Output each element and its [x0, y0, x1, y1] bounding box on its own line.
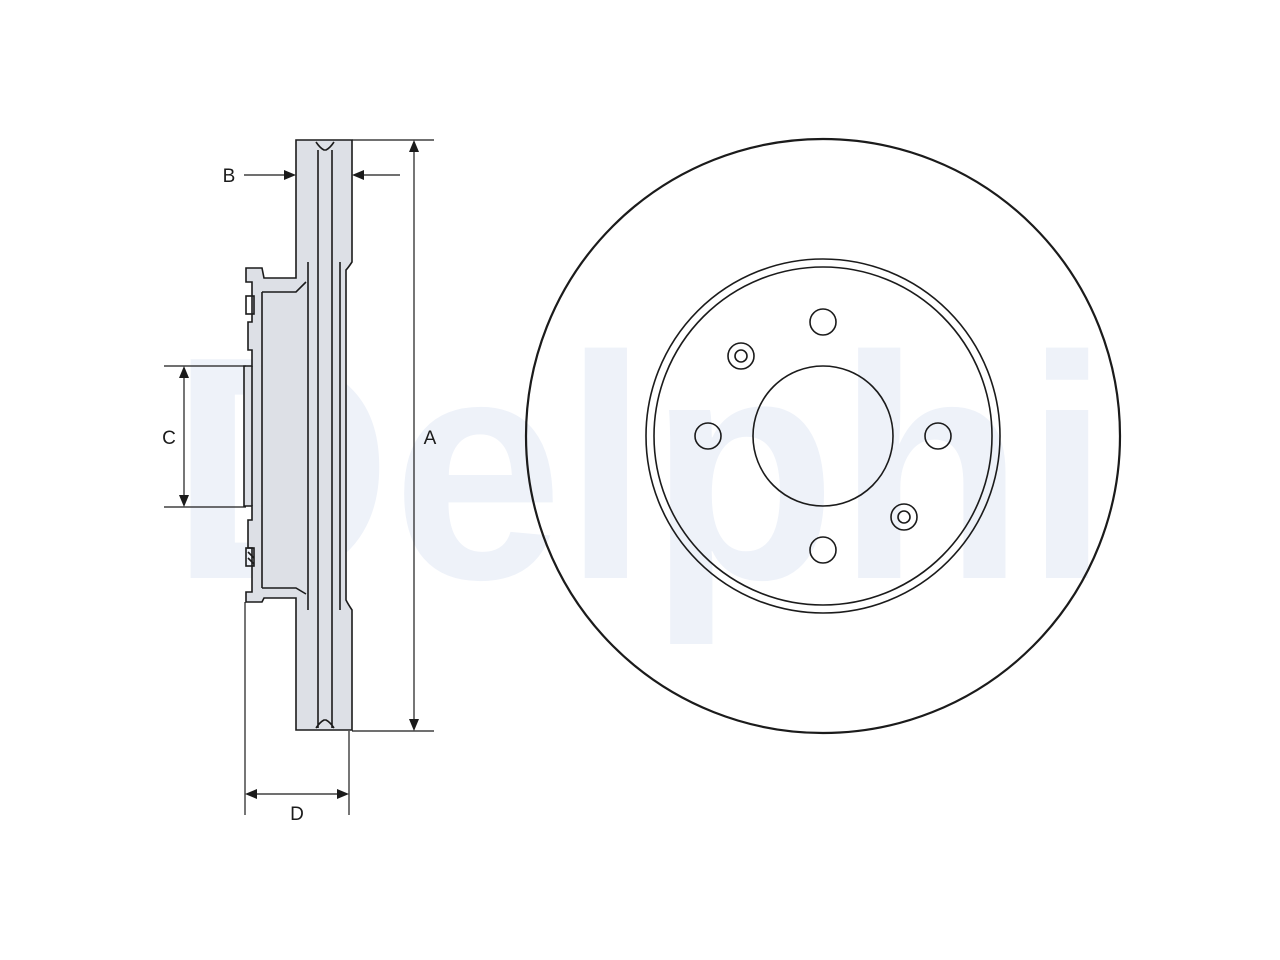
dimension-b: B [223, 166, 400, 187]
locating-hole-lower-right-outer [890, 503, 918, 531]
dimension-label-b: B [223, 166, 236, 187]
bolt-hole-right [924, 422, 952, 450]
thread-mark [247, 551, 255, 559]
dimension-d: D [244, 602, 350, 825]
thread-mark-2 [247, 557, 255, 565]
bolt-hole-left [694, 422, 722, 450]
dimension-label-a: A [424, 428, 437, 449]
hat-inner-ring [653, 266, 993, 606]
center-bore [752, 365, 894, 507]
vent-channel [315, 141, 335, 729]
disc-side-view [243, 139, 353, 731]
bolt-hole-section-upper [245, 295, 255, 315]
hat-inner-contour [261, 281, 307, 595]
locating-hole-upper-left-outer [727, 342, 755, 370]
disc-front-view [524, 137, 1122, 735]
disc-outer-edge [524, 137, 1122, 735]
disc-section-outline [243, 139, 353, 731]
dimension-c: C [162, 365, 246, 508]
bolt-hole-bottom [809, 536, 837, 564]
locating-hole-lower-right-inner [897, 510, 911, 524]
bolt-hole-top [809, 308, 837, 336]
hat-outer-ring [645, 258, 1001, 614]
locating-hole-upper-left-inner [734, 349, 748, 363]
dimension-a: A [352, 139, 437, 732]
dimension-label-d: D [290, 804, 304, 825]
dimension-label-c: C [162, 428, 176, 449]
